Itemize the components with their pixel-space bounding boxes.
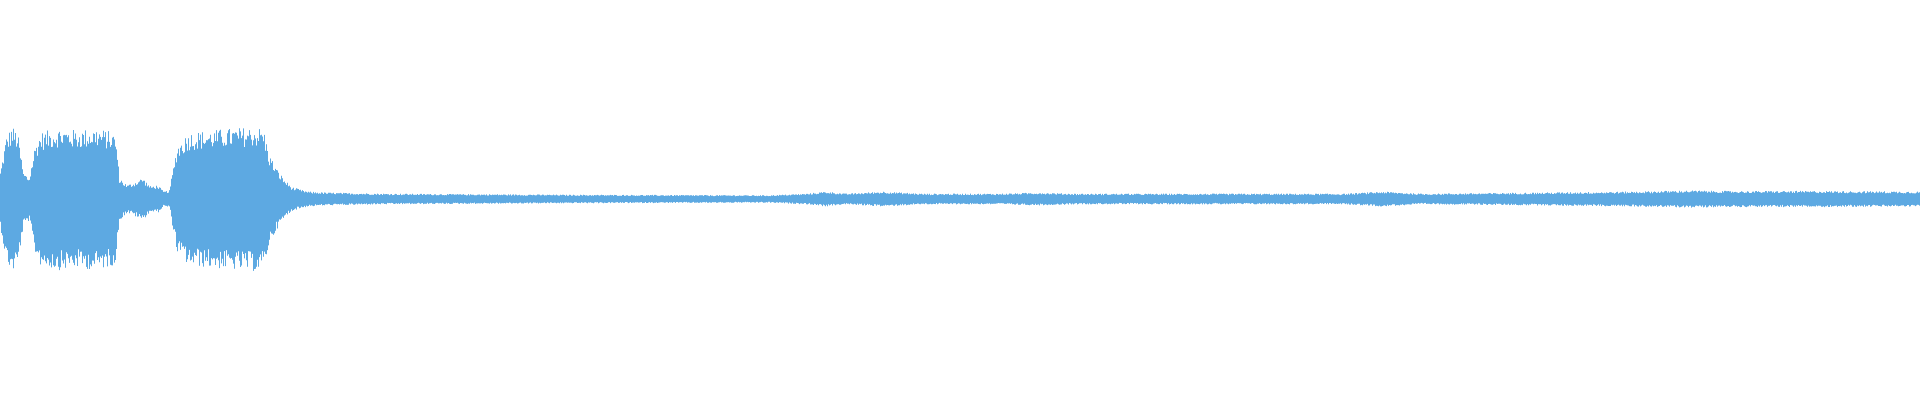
audio-waveform (0, 128, 1920, 271)
